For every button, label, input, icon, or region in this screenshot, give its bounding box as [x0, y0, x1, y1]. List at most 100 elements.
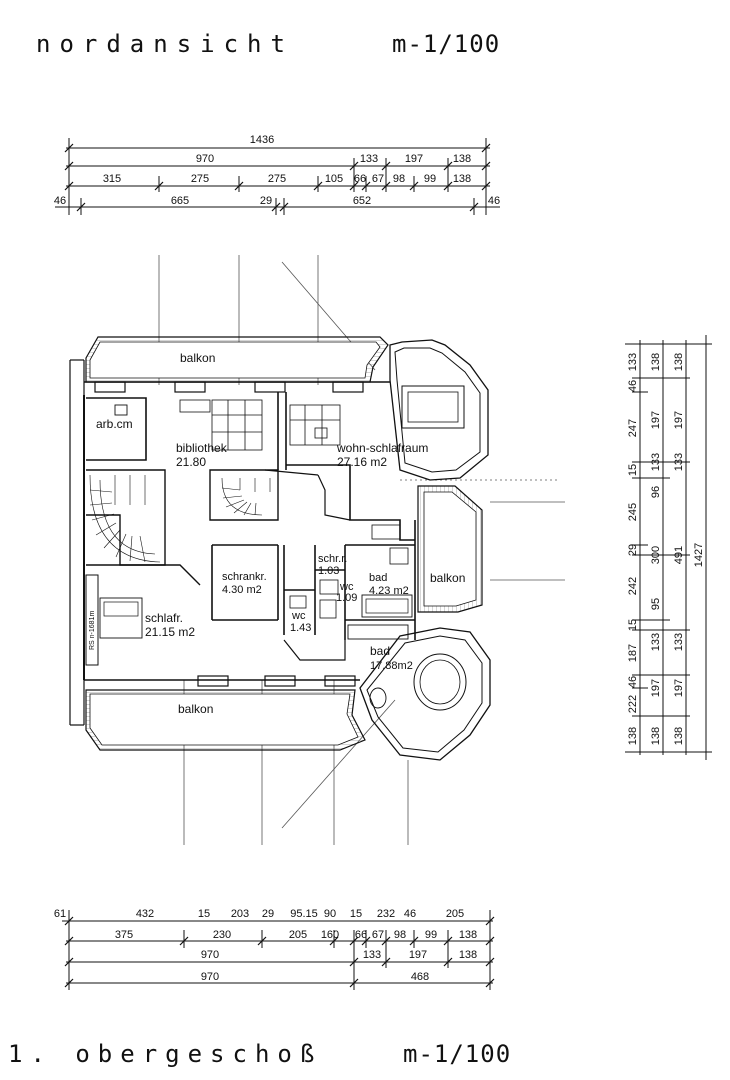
page-title: nordansicht — [36, 30, 294, 58]
dim-label: 491 — [673, 546, 685, 564]
east-balcony — [417, 485, 483, 613]
room-label-wc-2: wc — [291, 610, 306, 622]
room-area-wc-2: 1.43 — [290, 622, 311, 634]
interior-walls — [85, 381, 416, 687]
dim-label: 275 — [191, 173, 209, 185]
dim-label: 133 — [627, 353, 639, 371]
room-labels: balkon arb.cm bibliothek 21.80 wohn-schl… — [89, 351, 465, 716]
dim-label: 138 — [453, 173, 471, 185]
room-label-bad-large: bad — [370, 644, 390, 658]
dim-label: 133 — [363, 949, 381, 961]
dim-label: 29 — [627, 544, 639, 556]
dim-label: 138 — [459, 949, 477, 961]
floor-title: 1. obergeschoß — [8, 1040, 323, 1068]
dim-label: 46 — [488, 195, 500, 207]
dim-label: 133 — [650, 453, 662, 471]
dim-label: 230 — [213, 929, 231, 941]
room-area-bad-large: 17.88m2 — [370, 660, 413, 672]
dim-label: 46 — [404, 908, 416, 920]
dim-label: 275 — [268, 173, 286, 185]
right-dimension-labels: 133 46 247 15 245 29 242 15 187 46 222 1… — [627, 353, 705, 745]
dim-label: 247 — [627, 419, 639, 437]
room-label-balkon-east: balkon — [430, 571, 465, 585]
room-area-wc-1: 1.09 — [336, 592, 357, 604]
bottom-dimension-chains — [62, 910, 495, 990]
top-dimension-labels: 1436 970 133 197 138 315 275 275 105 66 … — [54, 134, 500, 207]
dim-label: 95.15 — [290, 908, 318, 920]
north-east-bay — [389, 339, 489, 481]
dim-label: 970 — [196, 153, 214, 165]
room-label-balkon-south: balkon — [178, 702, 213, 716]
bed-annotation: RS n-1681m — [89, 611, 96, 650]
dim-label: 15 — [627, 464, 639, 476]
room-area-schlafr: 21.15 m2 — [145, 625, 195, 639]
dim-label: 222 — [627, 695, 639, 713]
dim-label: 138 — [673, 727, 685, 745]
scale-label: m-1/100 — [392, 30, 501, 58]
dim-label: 300 — [650, 546, 662, 564]
bottom-dimension-labels: 61 432 15 203 29 95.15 90 15 232 46 205 … — [54, 908, 477, 983]
south-east-bay — [359, 627, 491, 761]
north-balcony — [85, 336, 389, 383]
dim-label: 245 — [627, 503, 639, 521]
room-area-bibliothek: 21.80 — [176, 455, 206, 469]
dim-label: 197 — [673, 411, 685, 429]
dim-label: 665 — [171, 195, 189, 207]
dim-label: 970 — [201, 971, 219, 983]
room-area-wohn: 27.16 m2 — [337, 455, 387, 469]
dim-label: 197 — [673, 679, 685, 697]
dim-label: 1427 — [693, 543, 705, 567]
dim-label: 160 — [321, 929, 339, 941]
dim-label: 232 — [377, 908, 395, 920]
dim-label: 133 — [360, 153, 378, 165]
room-label-bad-small: bad — [369, 572, 387, 584]
room-label-schlafr: schlafr. — [145, 611, 183, 625]
dim-label: 205 — [446, 908, 464, 920]
dim-label: 29 — [262, 908, 274, 920]
room-label-bibliothek: bibliothek — [176, 441, 228, 455]
dim-label: 1436 — [250, 134, 274, 146]
dim-label: 67 — [372, 173, 384, 185]
dim-label: 98 — [393, 173, 405, 185]
dim-label: 15 — [198, 908, 210, 920]
dim-label: 242 — [627, 577, 639, 595]
dim-label: 197 — [405, 153, 423, 165]
dim-label: 315 — [103, 173, 121, 185]
dim-label: 29 — [260, 195, 272, 207]
dim-label: 375 — [115, 929, 133, 941]
dim-label: 432 — [136, 908, 154, 920]
dim-label: 205 — [289, 929, 307, 941]
dim-label: 95 — [650, 598, 662, 610]
room-label-arb: arb.cm — [96, 417, 133, 431]
dim-label: 66 — [354, 173, 366, 185]
dim-label: 138 — [453, 153, 471, 165]
dim-label: 970 — [201, 949, 219, 961]
dim-label: 15 — [627, 619, 639, 631]
dim-label: 652 — [353, 195, 371, 207]
dim-label: 138 — [673, 353, 685, 371]
dim-label: 197 — [650, 411, 662, 429]
dim-label: 61 — [54, 908, 66, 920]
dim-label: 46 — [627, 676, 639, 688]
dim-label: 46 — [627, 380, 639, 392]
dim-label: 203 — [231, 908, 249, 920]
room-label-schrr: schr.r. — [318, 553, 347, 565]
room-label-wc-1: wc — [339, 581, 354, 593]
dim-label: 96 — [650, 486, 662, 498]
dim-label: 187 — [627, 644, 639, 662]
dim-label: 197 — [650, 679, 662, 697]
central-stair — [221, 477, 271, 516]
dim-label: 99 — [425, 929, 437, 941]
dim-label: 138 — [650, 353, 662, 371]
dim-label: 133 — [673, 453, 685, 471]
dim-label: 90 — [324, 908, 336, 920]
right-dimension-chains — [625, 335, 712, 760]
room-label-wohn: wohn-schlafraum — [336, 441, 428, 455]
dim-label: 105 — [325, 173, 343, 185]
spiral-stair-left — [89, 474, 161, 563]
room-label-schrankr: schrankr. — [222, 571, 267, 583]
dim-label: 197 — [409, 949, 427, 961]
room-area-bad-small: 4.23 m2 — [369, 585, 409, 597]
dim-label: 133 — [650, 633, 662, 651]
